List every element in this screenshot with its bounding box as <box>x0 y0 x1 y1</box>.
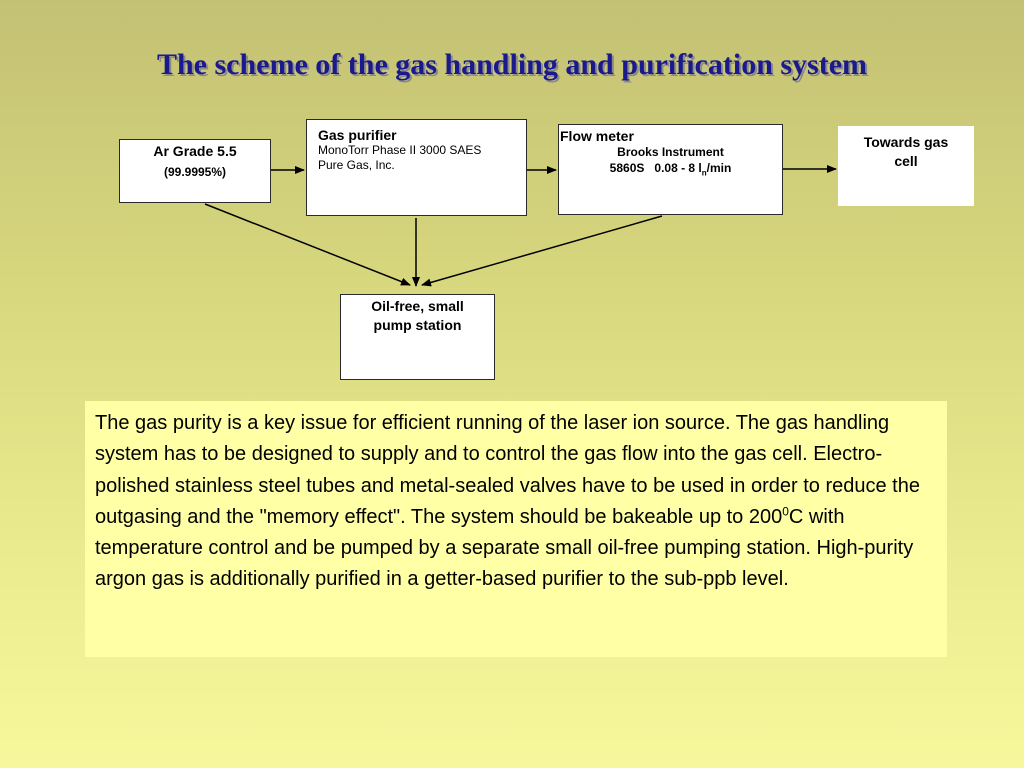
slide-title: The scheme of the gas handling and purif… <box>156 48 868 81</box>
description-paragraph: The gas purity is a key issue for effici… <box>85 401 947 657</box>
flow-meter-range-unit: /min <box>706 161 732 175</box>
flow-meter-box: Flow meter Brooks Instrument 5860S 0.08 … <box>558 124 783 215</box>
description-text-part2: C with temperature control and be pumped… <box>95 505 914 591</box>
description-degree-superscript: 0 <box>782 504 789 519</box>
flow-meter-range: 0.08 - 8 l <box>654 161 702 175</box>
flow-meter-title: Flow meter <box>560 128 634 144</box>
flow-meter-range-sub: n <box>701 168 707 178</box>
flow-meter-vendor: Brooks Instrument <box>617 145 724 159</box>
gas-purifier-box: Gas purifier MonoTorr Phase II 3000 SAES… <box>306 119 527 216</box>
flow-meter-spec: 5860S 0.08 - 8 ln/min <box>559 160 782 181</box>
description-text-part1: The gas purity is a key issue for effici… <box>95 412 920 528</box>
argon-source-box: Ar Grade 5.5 (99.9995%) <box>119 139 271 203</box>
purifier-vendor: Pure Gas, Inc. <box>318 158 395 172</box>
arrow-flowmeter-to-pump <box>421 215 663 287</box>
pump-station-box: Oil-free, small pump station <box>340 294 495 380</box>
pump-station-title: Oil-free, small pump station <box>371 298 464 333</box>
flow-meter-model: 5860S <box>609 161 645 175</box>
arrow-argon-to-pump <box>204 203 411 286</box>
gas-cell-title: Towards gas cell <box>863 134 949 169</box>
argon-title: Ar Grade 5.5 <box>153 143 237 159</box>
gas-cell-box: Towards gas cell <box>838 126 974 206</box>
argon-purity: (99.9995%) <box>163 165 227 179</box>
purifier-model: MonoTorr Phase II 3000 SAES <box>318 143 482 157</box>
purifier-title: Gas purifier <box>318 127 397 143</box>
